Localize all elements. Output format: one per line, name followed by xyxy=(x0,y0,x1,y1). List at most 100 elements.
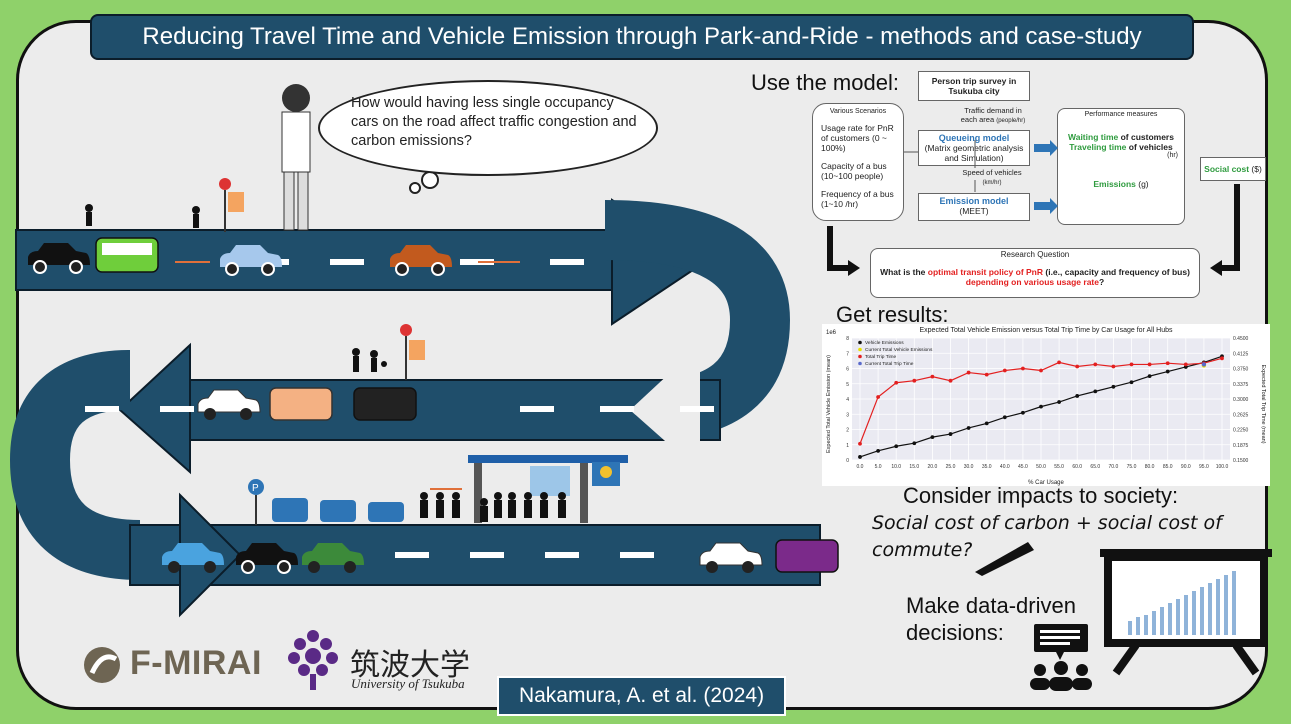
chart-xtick-label: 100.0 xyxy=(1216,464,1229,470)
chart-data-point xyxy=(1075,394,1080,398)
consider-impacts-heading: Consider impacts to society: xyxy=(903,483,1179,508)
car-blue-icon xyxy=(162,543,224,573)
chart-ytick-left-label: 5 xyxy=(846,382,849,388)
chart-ytick-right-label: 0.4500 xyxy=(1233,336,1249,342)
results-chart-panel: Expected Total Vehicle Emission versus T… xyxy=(822,324,1270,486)
chart-data-point xyxy=(1075,364,1080,369)
chart-data-point xyxy=(1093,389,1098,394)
chart-title: Expected Total Vehicle Emission versus T… xyxy=(919,327,1173,334)
chart-xlabel: % Car Usage xyxy=(1028,480,1064,486)
chart-legend-swatch xyxy=(858,354,862,359)
chart-data-point xyxy=(1039,368,1043,373)
research-question-box: Research Question What is the optimal tr… xyxy=(870,248,1200,298)
chart-data-point xyxy=(1057,400,1061,404)
chart-ytick-left-label: 7 xyxy=(846,351,849,357)
chart-ytick-left-label: 2 xyxy=(846,428,849,434)
car-white2-icon xyxy=(699,542,763,573)
chart-legend-swatch xyxy=(858,347,862,352)
car-lightblue-icon xyxy=(220,245,282,276)
chart-xtick-label: 15.0 xyxy=(909,464,919,470)
fmirai-logo-text: F-MIRAI xyxy=(130,644,262,682)
chart-data-point xyxy=(1002,368,1007,373)
chart-ytick-right-label: 0.3000 xyxy=(1233,397,1249,403)
parked-car-2-icon xyxy=(320,500,356,522)
parking-sign-icon: P xyxy=(248,479,264,525)
car-black2-icon xyxy=(236,543,298,574)
chart-data-point xyxy=(1147,362,1152,367)
chart-ytick-left-label: 6 xyxy=(846,367,849,373)
chart-ytick-left-label: 0 xyxy=(846,458,849,464)
pen-icon xyxy=(975,542,1034,576)
chart-legend-swatch xyxy=(858,361,862,366)
chart-data-point xyxy=(1129,362,1134,367)
chart-data-point xyxy=(930,374,935,379)
chart-legend-label: Vehicle Emissions xyxy=(865,340,904,346)
car-orange-icon xyxy=(390,245,452,276)
citation: Nakamura, A. et al. (2024) xyxy=(497,676,786,716)
chart-xtick-label: 10.0 xyxy=(891,464,901,470)
page-title: Reducing Travel Time and Vehicle Emissio… xyxy=(90,14,1194,60)
speed-label: Speed of vehicles(km/hr) xyxy=(962,168,1022,186)
chart-data-point xyxy=(912,378,917,383)
chart-xtick-label: 45.0 xyxy=(1018,464,1028,470)
chart-ytick-right-label: 0.4125 xyxy=(1233,351,1249,357)
queueing-model-box: Queueing model (Matrix geometric analysi… xyxy=(918,130,1030,166)
chart-ytick-right-label: 0.1875 xyxy=(1233,443,1249,449)
chart-xtick-label: 65.0 xyxy=(1090,464,1100,470)
bus-stop-sign-middle-icon xyxy=(400,324,425,380)
social-cost-text: Social cost of carbon + social cost of c… xyxy=(872,512,1222,561)
chart-xtick-label: 20.0 xyxy=(928,464,938,470)
thought-dot-1 xyxy=(421,171,439,189)
chart-data-point xyxy=(876,395,880,399)
chart-data-point xyxy=(1220,356,1224,361)
chart-ylabel-left: Expected Total Vehicle Emission (mean) xyxy=(826,355,832,453)
chart-xtick-label: 30.0 xyxy=(964,464,974,470)
chart-xtick-label: 95.0 xyxy=(1199,464,1209,470)
parked-car-1-icon xyxy=(272,498,308,522)
chart-data-point xyxy=(930,435,935,440)
svg-text:P: P xyxy=(252,483,259,494)
tsukuba-logo-jp: 筑波大学 xyxy=(350,648,470,683)
chart-xtick-label: 70.0 xyxy=(1109,464,1119,470)
chart-ytick-left-label: 1 xyxy=(846,443,849,449)
chart-data-point xyxy=(894,380,899,385)
bus-stop-sign-top-icon xyxy=(219,178,244,232)
flow-arrows xyxy=(175,261,520,490)
use-model-heading: Use the model: xyxy=(751,70,899,95)
scenarios-box: Various Scenarios Usage rate for PnR of … xyxy=(812,103,904,221)
chart-legend-label: Current Total Vehicle Emissions xyxy=(865,347,933,353)
data-driven-heading: Make data-driven decisions: xyxy=(906,593,1076,645)
parked-car-3-icon xyxy=(368,502,404,522)
survey-box: Person trip survey in Tsukuba city xyxy=(918,71,1030,101)
chart-data-point xyxy=(948,378,953,383)
family-icon xyxy=(352,348,387,372)
chart-ytick-left-label: 3 xyxy=(846,412,849,418)
chart-ylabel-right: Expected Total Trip Time (mean) xyxy=(1260,364,1266,443)
chart-current-marker xyxy=(1201,362,1207,367)
chart-xtick-label: 75.0 xyxy=(1127,464,1137,470)
chart-xtick-label: 55.0 xyxy=(1054,464,1064,470)
car-green-icon xyxy=(302,543,364,573)
chart-ytick-right-label: 0.2625 xyxy=(1233,412,1249,418)
model-arrows xyxy=(827,140,1240,276)
chart-left-multiplier: 1e6 xyxy=(826,330,837,336)
chart-xtick-label: 80.0 xyxy=(1145,464,1155,470)
chart-ytick-right-label: 0.1500 xyxy=(1233,458,1249,464)
presenter-woman-icon xyxy=(281,84,311,231)
chart-data-point xyxy=(894,444,899,449)
speech-bubble-text: How would having less single occupancy c… xyxy=(351,95,637,149)
chart-data-point xyxy=(1183,362,1188,367)
chart-xtick-label: 90.0 xyxy=(1181,464,1191,470)
chart-data-point xyxy=(984,372,989,377)
chart-data-point xyxy=(1021,410,1025,415)
get-results-heading: Get results: xyxy=(836,302,949,327)
chart-data-point xyxy=(966,426,971,430)
chart-data-point xyxy=(1057,360,1061,365)
chart-data-point xyxy=(912,441,917,446)
car-black-icon xyxy=(28,243,90,274)
chart-data-point xyxy=(1021,366,1025,371)
chart-xtick-label: 0.0 xyxy=(857,464,864,470)
elderly-person-icon xyxy=(192,206,200,228)
bus-peach-icon xyxy=(269,387,333,421)
